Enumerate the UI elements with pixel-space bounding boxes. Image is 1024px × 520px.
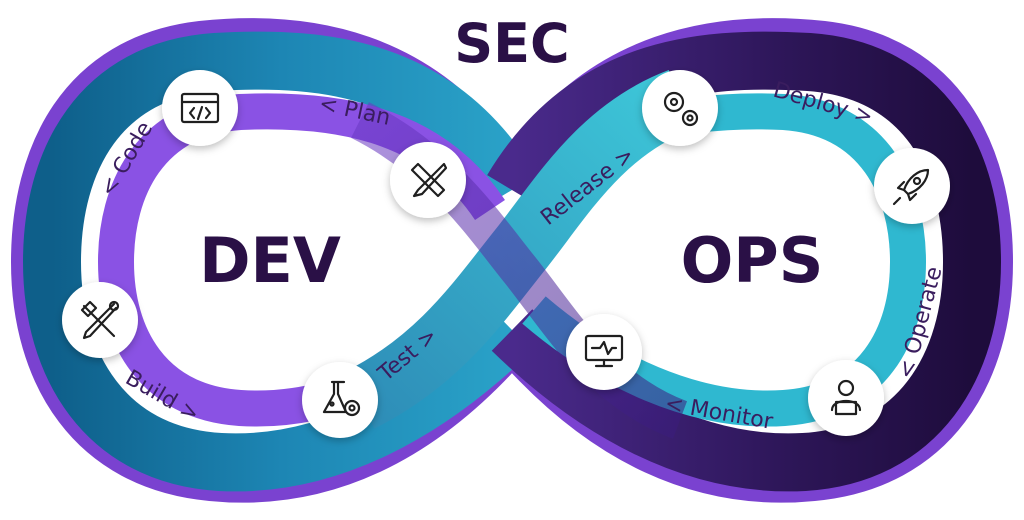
dev-label: DEV	[199, 224, 341, 297]
node-build	[62, 282, 138, 358]
node-deploy	[874, 148, 950, 224]
dev-hole	[158, 148, 382, 372]
flask-gear-icon	[322, 380, 361, 417]
sec-title: SEC	[454, 12, 569, 75]
ops-label: OPS	[681, 224, 824, 297]
node-code	[162, 70, 238, 146]
gears-icon	[663, 91, 699, 127]
rocket-icon	[892, 168, 930, 206]
monitor-icon	[584, 334, 624, 368]
ops-hole	[640, 148, 864, 372]
tools-icon	[80, 300, 120, 340]
operator-icon	[830, 379, 862, 416]
ruler-pencil-icon	[410, 162, 448, 198]
code-window-icon	[180, 92, 220, 124]
node-operate	[808, 360, 884, 436]
node-monitor	[566, 314, 642, 390]
